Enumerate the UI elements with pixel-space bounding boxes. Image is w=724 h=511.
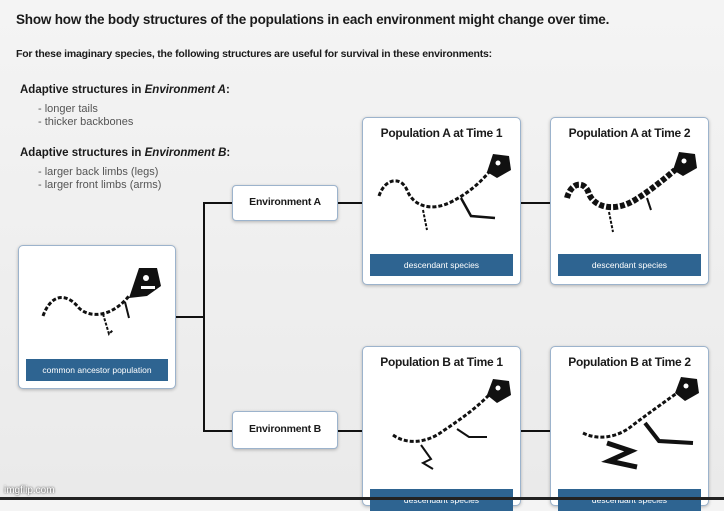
connector-vertical [203, 202, 205, 432]
population-b-time1-title: Population B at Time 1 [380, 355, 503, 369]
population-a-time2-label: descendant species [558, 254, 701, 276]
adaptive-a-heading: Adaptive structures in Environment A: [20, 84, 230, 96]
page-subtitle: For these imaginary species, the followi… [16, 48, 492, 60]
population-b-time1-label: descendant species [370, 489, 513, 511]
ancestor-label: common ancestor population [26, 359, 168, 381]
adaptive-a-list: - longer tails - thicker backbones [38, 103, 133, 129]
population-a-time2-card: Population A at Time 2 descendant specie… [550, 117, 709, 285]
ancestor-skeleton-icon [41, 268, 161, 336]
population-a-time1-card: Population A at Time 1 descendant specie… [362, 117, 521, 285]
adaptive-b-item: - larger back limbs (legs) [38, 166, 159, 178]
population-b-time2-label: descendant species [558, 489, 701, 511]
adaptive-a-prefix: Adaptive structures in [20, 84, 145, 96]
population-b-time1-skeleton-icon [392, 379, 511, 470]
bottom-edge [0, 497, 724, 500]
connector-env-a-pop [337, 202, 363, 204]
adaptive-b-heading: Adaptive structures in Environment B: [20, 147, 230, 159]
population-b-time2-card: Population B at Time 2 descendant specie… [550, 346, 709, 511]
population-b-time2-title: Population B at Time 2 [568, 355, 691, 369]
population-a-time2-title: Population A at Time 2 [568, 126, 691, 140]
adaptive-b-prefix: Adaptive structures in [20, 147, 145, 159]
environment-b-box: Environment B [232, 411, 338, 449]
adaptive-a-env: Environment A [144, 84, 226, 96]
connector-to-env-a [203, 202, 233, 204]
connector-env-b-pop [337, 430, 363, 432]
watermark: imgflip.com [4, 485, 55, 496]
page-title: Show how the body structures of the popu… [16, 12, 610, 27]
population-b-time2-skeleton-icon [582, 377, 699, 470]
connector-b1-b2 [520, 430, 551, 432]
population-a-time1-label: descendant species [370, 254, 513, 276]
adaptive-a-item: - longer tails [38, 103, 98, 115]
ancestor-card: common ancestor population [18, 245, 176, 389]
adaptive-b-item: - larger front limbs (arms) [38, 179, 162, 191]
adaptive-b-env: Environment B [144, 147, 227, 159]
connector-to-env-b [203, 430, 233, 432]
connector-a1-a2 [520, 202, 551, 204]
population-a-time1-skeleton-icon [377, 154, 511, 231]
connector-ancestor [175, 316, 205, 318]
adaptive-a-suffix: : [225, 84, 230, 96]
population-a-time1-title: Population A at Time 1 [380, 126, 503, 140]
population-a-time2-skeleton-icon [564, 152, 697, 233]
adaptive-b-suffix: : [226, 147, 231, 159]
adaptive-a-item: - thicker backbones [38, 116, 134, 128]
adaptive-b-list: - larger back limbs (legs) - larger fron… [38, 166, 161, 192]
environment-a-box: Environment A [232, 185, 338, 221]
population-b-time1-card: Population B at Time 1 descendant specie… [362, 346, 521, 511]
